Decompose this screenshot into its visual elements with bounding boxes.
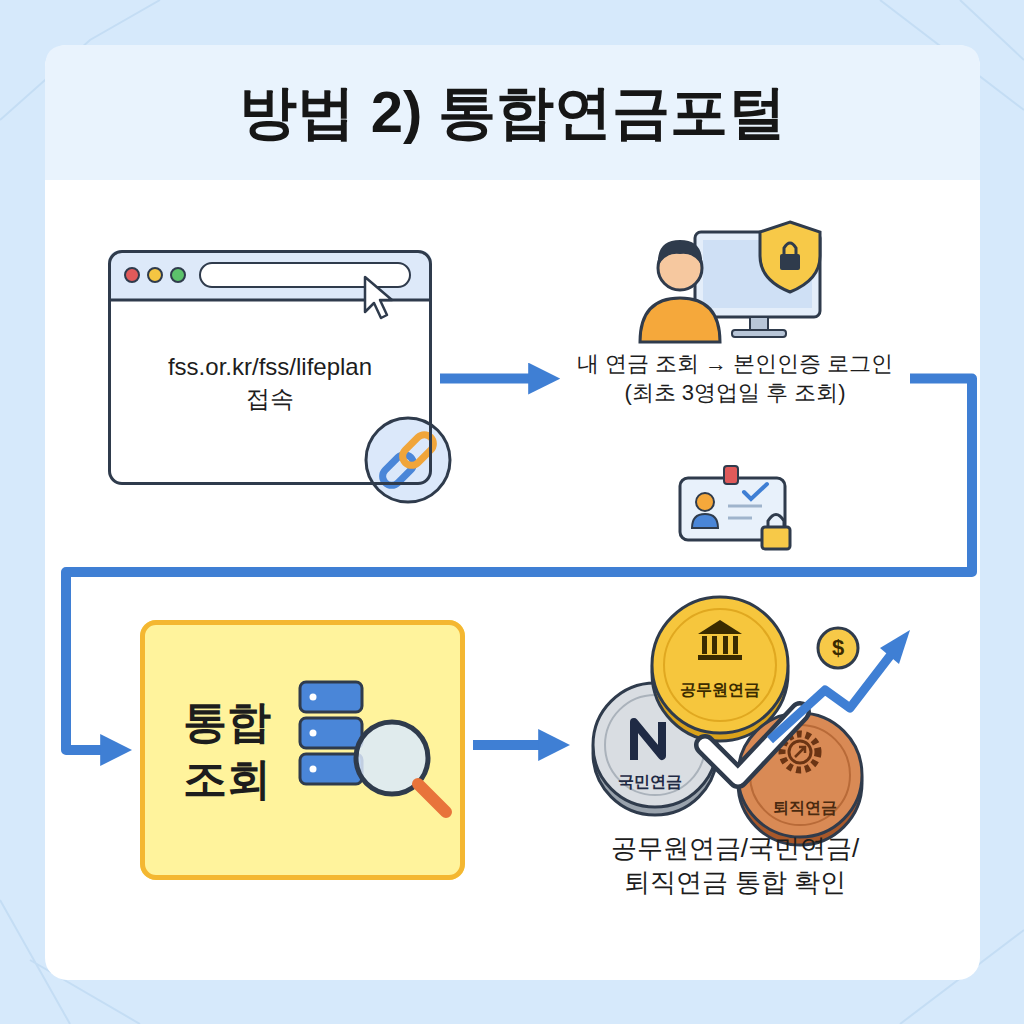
node-text: 내 연금 조회 → 본인인증 로그인(최초 3영업일 후 조회) bbox=[570, 350, 900, 407]
flow-arrow bbox=[66, 379, 972, 750]
pension-coins bbox=[634, 722, 662, 760]
database-search-icon bbox=[300, 718, 362, 748]
user-computer-icon bbox=[640, 222, 820, 342]
id-card-icon bbox=[744, 484, 767, 499]
pension-coins bbox=[652, 597, 788, 733]
id-card-icon bbox=[724, 466, 738, 484]
id-card-icon bbox=[728, 505, 762, 508]
database-search-icon bbox=[418, 784, 446, 812]
user-computer-icon bbox=[640, 298, 720, 342]
id-card-icon bbox=[680, 466, 790, 549]
pension-coins bbox=[702, 636, 707, 654]
card bbox=[45, 45, 980, 180]
dollar-coin bbox=[818, 628, 858, 668]
coin-label: 공무원연금 bbox=[680, 680, 760, 701]
flow-arrow bbox=[473, 740, 551, 750]
id-card-icon bbox=[728, 517, 752, 520]
dollar-coin bbox=[818, 628, 858, 668]
database-search-icon bbox=[300, 682, 362, 712]
pension-coins bbox=[789, 741, 811, 763]
browser-chrome bbox=[125, 268, 139, 282]
link-icon bbox=[366, 418, 450, 502]
user-computer-icon bbox=[784, 243, 796, 254]
coin-label: 퇴직연금 bbox=[773, 798, 837, 819]
pension-coins bbox=[698, 620, 742, 634]
database-search-icon bbox=[310, 730, 317, 737]
pension-coins bbox=[738, 713, 862, 837]
box-fill bbox=[108, 250, 465, 880]
id-card-icon bbox=[696, 493, 714, 511]
user-computer-icon bbox=[750, 317, 768, 331]
result-step: 공무원연금/국민연금/ 퇴직연금 통합 확인 bbox=[578, 600, 892, 900]
card bbox=[45, 45, 980, 980]
browser-chrome bbox=[171, 268, 185, 282]
user-computer-icon bbox=[732, 330, 786, 337]
browser-chrome bbox=[108, 250, 432, 318]
pension-coins bbox=[723, 636, 728, 654]
currency-symbol: $ bbox=[832, 635, 844, 661]
database-search-icon bbox=[310, 694, 317, 701]
box-fill bbox=[140, 620, 465, 880]
trend-arrow bbox=[770, 630, 910, 740]
node-text: 공무원연금/국민연금/ 퇴직연금 통합 확인 bbox=[580, 832, 890, 900]
browser-chrome bbox=[148, 268, 162, 282]
pension-coins bbox=[664, 609, 776, 721]
user-computer-icon bbox=[780, 254, 800, 270]
browser-box: fss.or.kr/fss/lifeplan 접속 bbox=[108, 250, 432, 485]
card bbox=[45, 45, 980, 980]
pension-coins bbox=[698, 655, 742, 660]
node-text: fss.or.kr/fss/lifeplan 접속 bbox=[145, 351, 395, 413]
pension-coins bbox=[733, 636, 738, 654]
pension-coins bbox=[795, 747, 805, 757]
node-text: 통합 조회 bbox=[183, 693, 303, 807]
step-text: 내 연금 조회 → 본인인증 로그인(최초 3영업일 후 조회) bbox=[568, 350, 902, 407]
coin-label: 국민연금 bbox=[618, 772, 682, 793]
pension-coins bbox=[712, 636, 717, 654]
pension-coins bbox=[593, 597, 862, 845]
highlight-box: 통합 조회 bbox=[140, 620, 465, 880]
trend-arrow bbox=[880, 630, 910, 664]
title: 방법 2) 통합연금포털 bbox=[239, 74, 787, 152]
database-search-icon bbox=[300, 754, 362, 784]
user-computer-icon bbox=[760, 222, 820, 292]
title-band: 방법 2) 통합연금포털 bbox=[45, 45, 980, 180]
id-card-icon bbox=[692, 514, 718, 528]
id-card-icon bbox=[762, 527, 790, 549]
browser-chrome bbox=[365, 277, 392, 318]
browser-chrome bbox=[200, 263, 410, 287]
database-search-icon bbox=[300, 682, 446, 812]
flow-arrow bbox=[440, 374, 541, 384]
database-search-icon bbox=[310, 766, 317, 773]
user-computer-icon bbox=[658, 240, 702, 266]
link-icon bbox=[366, 418, 450, 502]
